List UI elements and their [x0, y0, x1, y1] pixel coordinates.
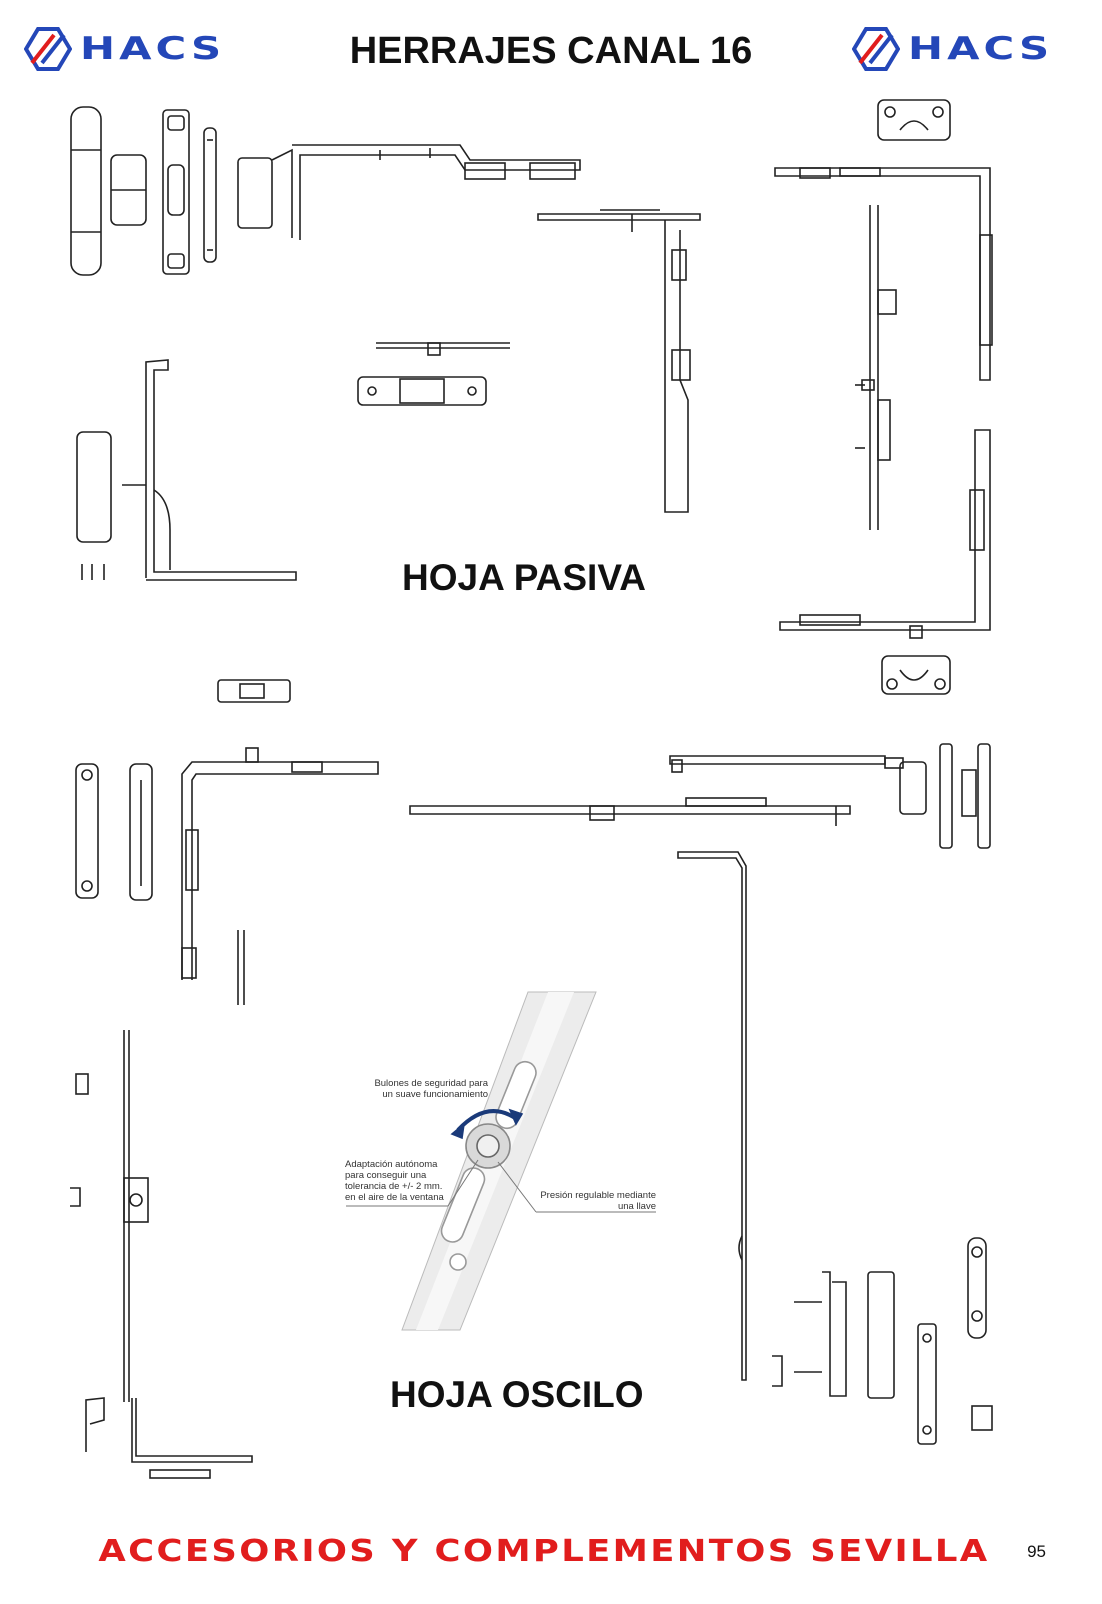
pasiva-keeper-strip [357, 342, 510, 406]
hacs-logo-icon [24, 27, 72, 71]
callout-presion-line-1: Presión regulable mediante [540, 1190, 656, 1201]
oscilo-top-right-arm [669, 743, 991, 849]
callout-bulones-line-2: un suave funcionamiento [382, 1089, 488, 1100]
callout-bulones: Bulones de seguridad para un suave funci… [360, 1078, 488, 1100]
page-title: HERRAJES CANAL 16 [349, 30, 753, 72]
oscilo-stay-arm [409, 797, 851, 826]
oscilo-top-left-parts [75, 747, 379, 1005]
callout-adaptacion-line-2: para conseguir una [345, 1170, 427, 1181]
pasiva-top-corner-arm [237, 144, 581, 240]
callout-adaptacion-line-1: Adaptación autónoma [345, 1159, 438, 1170]
callout-adaptacion-line-4: en el aire de la ventana [345, 1192, 444, 1203]
logo-text-left: HACS [80, 31, 226, 67]
footer-brand-text: ACCESORIOS Y COMPLEMENTOS SEVILLA [98, 1534, 990, 1569]
section-title-oscilo: HOJA OSCILO [390, 1374, 644, 1415]
hacs-logo-right: HACS [852, 24, 1049, 74]
oscilo-detail-photo [346, 991, 656, 1331]
pasiva-vertical-arm [537, 209, 701, 513]
page-number: 95 [1027, 1542, 1046, 1561]
oscilo-bottom-right-parts [772, 1237, 993, 1445]
pasiva-small-keeper [217, 679, 291, 703]
callout-adaptacion-line-3: tolerancia de +/- 2 mm. [345, 1181, 443, 1192]
section-title-pasiva: HOJA PASIVA [402, 557, 646, 598]
pasiva-bottom-bracket [76, 359, 297, 581]
callout-presion: Presión regulable mediante una llave [526, 1190, 656, 1212]
pasiva-right-column [774, 99, 993, 695]
callout-adaptacion: Adaptación autónoma para conseguir una t… [345, 1159, 455, 1203]
callout-bulones-line-1: Bulones de seguridad para [374, 1078, 488, 1089]
callout-presion-line-2: una llave [617, 1201, 656, 1212]
pasiva-hinge-parts [70, 106, 217, 276]
hacs-logo-left: HACS [24, 24, 221, 74]
hacs-logo-icon [852, 27, 900, 71]
oscilo-vertical-rod [677, 851, 747, 1381]
logo-text-right: HACS [908, 31, 1054, 67]
oscilo-espagnolette [70, 1030, 253, 1479]
